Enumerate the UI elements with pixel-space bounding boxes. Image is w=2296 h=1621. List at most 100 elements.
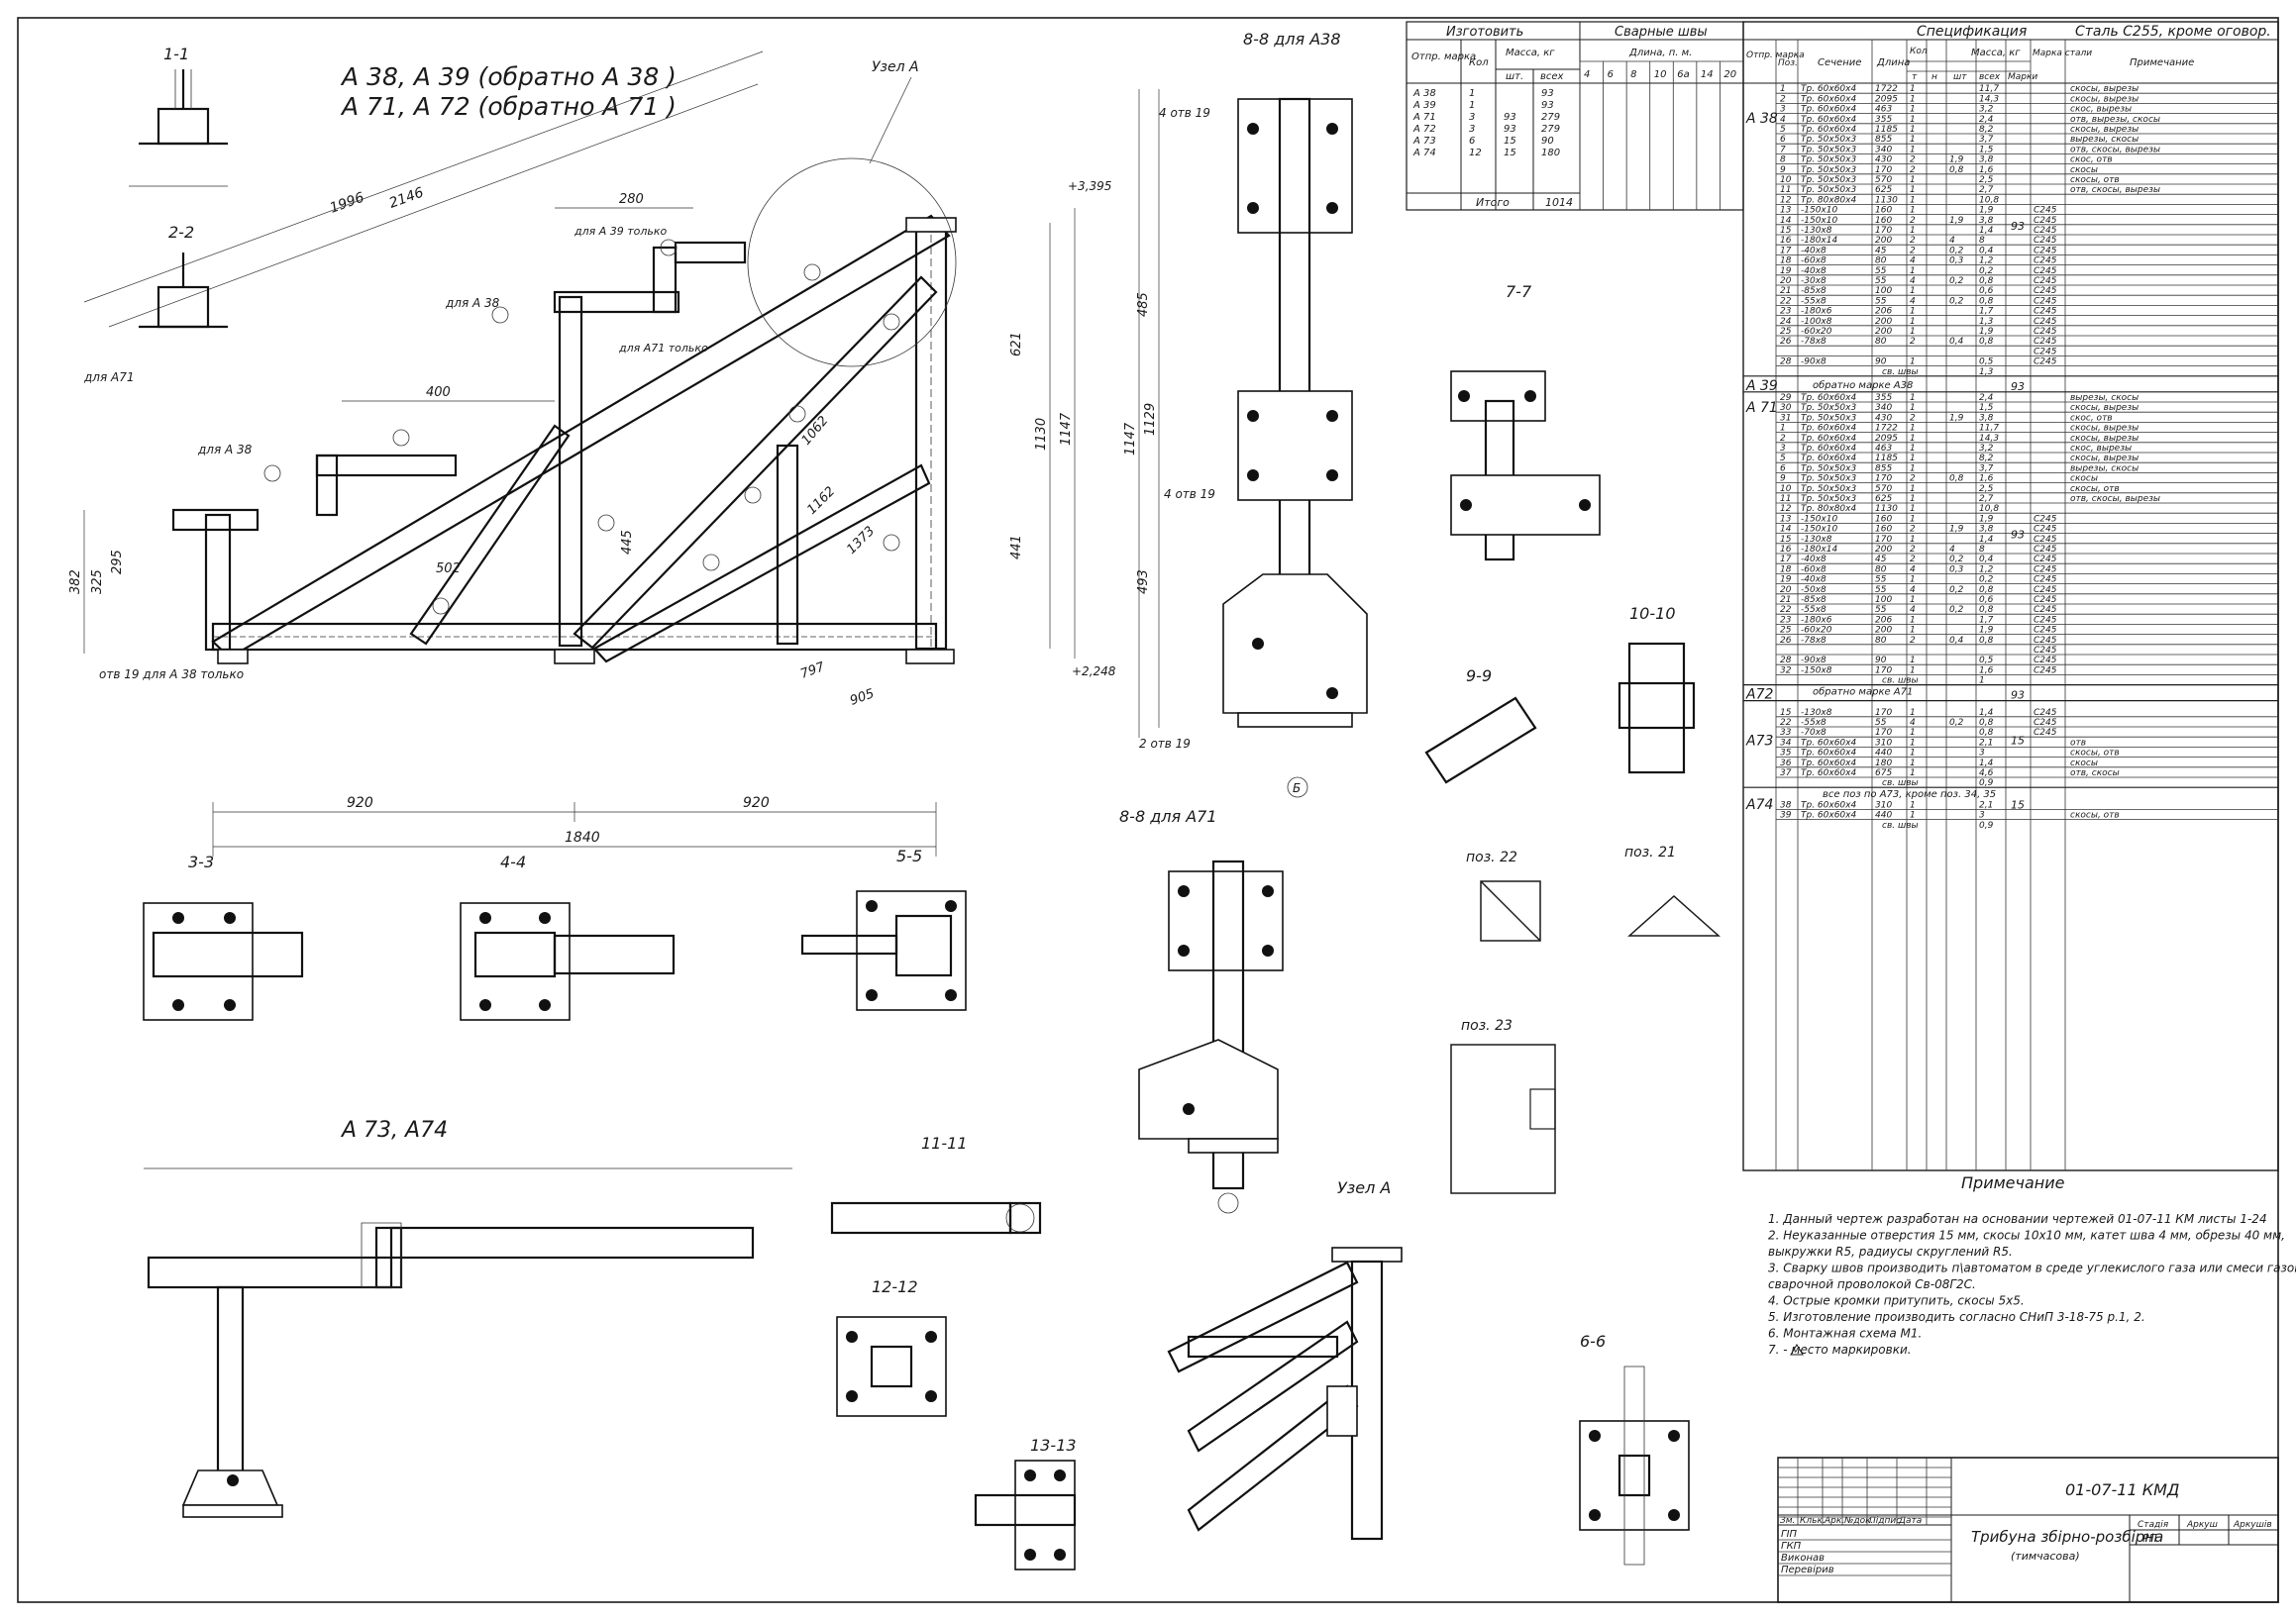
spec-row-cell: скосы, вырезы bbox=[2070, 403, 2139, 413]
spec-a74-note: все поз по А73, кроме поз. 34, 35 bbox=[1823, 789, 1996, 800]
spec-row-cell: С245 bbox=[2034, 357, 2057, 367]
spec-row-cell: 0,5 bbox=[1979, 357, 1994, 367]
spec-row-cell: Тр. 50х50х3 bbox=[1801, 175, 1856, 185]
node-a-detail: Узел А bbox=[1167, 1178, 1403, 1541]
spec-row-cell: 0,8 bbox=[1979, 728, 1994, 738]
spec-row-cell: 55 bbox=[1875, 575, 1887, 585]
spec-row-cell: 11 bbox=[1780, 494, 1791, 504]
note-for-a39: для А 39 только bbox=[574, 225, 668, 238]
tb-code: 01-07-11 КМД bbox=[2065, 1480, 2179, 1499]
make-row-cell: 3 bbox=[1469, 112, 1475, 123]
spec-row-cell: 26 bbox=[1780, 636, 1792, 646]
spec-row-cell: С245 bbox=[2034, 236, 2057, 246]
spec-row-cell: 90 bbox=[1875, 357, 1887, 367]
spec-row-cell: 39 bbox=[1780, 811, 1792, 821]
label-s3: 3-3 bbox=[188, 853, 214, 871]
spec-weld: св. швы bbox=[1882, 778, 1919, 788]
spec-mark-label: А 71 bbox=[1745, 400, 1778, 416]
spec-row-cell: 2 bbox=[1910, 555, 1916, 564]
mt-group-make: Изготовить bbox=[1446, 25, 1523, 40]
spec-row-cell: 2 bbox=[1910, 165, 1916, 175]
spec-row-cell: 170 bbox=[1875, 474, 1892, 484]
spec-row-cell: 2,7 bbox=[1979, 185, 1994, 195]
weld-size: 6 bbox=[1608, 69, 1614, 80]
spec-row-cell: 1,6 bbox=[1979, 665, 1994, 675]
spec-row-cell: 4 bbox=[1949, 545, 1955, 555]
spec-row-cell: 0,4 bbox=[1979, 555, 1994, 564]
spec-mark-label: А 39 bbox=[1745, 378, 1778, 394]
spec-row-cell: 3,7 bbox=[1979, 135, 1994, 145]
spec-row-cell: Тр. 50х50х3 bbox=[1801, 474, 1856, 484]
spec-row-cell: 1 bbox=[1910, 504, 1916, 514]
notes-title: Примечание bbox=[1961, 1173, 2065, 1192]
spec-row-cell: С245 bbox=[2034, 718, 2057, 728]
spec-row-cell: -150х10 bbox=[1801, 525, 1837, 535]
mt-h-len: Длина, п. м. bbox=[1628, 48, 1692, 58]
spec-row-cell: 1 bbox=[1910, 656, 1916, 665]
weld-size: 8 bbox=[1630, 69, 1636, 80]
mt-h-mark: Отпр. марка bbox=[1411, 51, 1476, 62]
spec-row-cell: 0,8 bbox=[1979, 636, 1994, 646]
spec-row-cell: 15 bbox=[1780, 708, 1792, 718]
section-8-8-a38: 8-8 для А38 1129 1147 485 493 4 отв 19 4… bbox=[1123, 30, 1368, 798]
spec-row-cell: 0,8 bbox=[1949, 474, 1964, 484]
spec-row-cell: -90х8 bbox=[1801, 357, 1826, 367]
spec-row-cell: 1 bbox=[1910, 749, 1916, 759]
make-row-cell: 93 bbox=[1541, 88, 1554, 99]
label-s9: 9-9 bbox=[1466, 666, 1492, 685]
spec-row-cell: 855 bbox=[1875, 463, 1892, 473]
spec-row-cell: С245 bbox=[2034, 656, 2057, 665]
section-13-13: 13-13 bbox=[974, 1436, 1077, 1570]
spec-row-cell: вырезы, скосы bbox=[2070, 135, 2139, 145]
spec-row-cell: 16 bbox=[1780, 236, 1792, 246]
label-s1: 1-1 bbox=[163, 45, 189, 63]
spec-row-cell: 21 bbox=[1780, 286, 1791, 296]
spec-row-cell: 0,6 bbox=[1979, 595, 1994, 605]
label-s8b: 8-8 для А71 bbox=[1119, 807, 1217, 826]
spec-row-cell: 8 bbox=[1979, 236, 1985, 246]
spec-row-cell: 2,5 bbox=[1979, 484, 1994, 494]
spec-row-cell: 1 bbox=[1910, 145, 1916, 154]
spec-row-cell: 2 bbox=[1910, 636, 1916, 646]
spec-row-cell: 1 bbox=[1910, 175, 1916, 185]
spec-row-cell: 55 bbox=[1875, 718, 1887, 728]
label-poz23: поз. 23 bbox=[1461, 1018, 1513, 1034]
spec-row-cell: 2 bbox=[1910, 236, 1916, 246]
spec-row-cell: 0,2 bbox=[1979, 575, 1994, 585]
spec-row-cell: С245 bbox=[2034, 337, 2057, 347]
spec-row-cell: 1,9 bbox=[1979, 327, 1994, 337]
tb-role: ГКП bbox=[1781, 1541, 1802, 1552]
mt-h-pc: шт. bbox=[1506, 71, 1523, 82]
spec-row-cell: 1 bbox=[1910, 738, 1916, 748]
spec-title: Спецификация bbox=[1917, 24, 2027, 40]
spec-row-cell: 1 bbox=[1910, 626, 1916, 636]
make-row-cell: 1 bbox=[1469, 88, 1475, 99]
dim-1147: 1147 bbox=[1059, 412, 1074, 446]
spec-row-cell: Тр. 60х60х4 bbox=[1801, 434, 1856, 444]
mt-h-mass: Масса, кг bbox=[1506, 48, 1555, 58]
spec-row-cell: 1,9 bbox=[1949, 216, 1964, 226]
spec-row-cell: -130х8 bbox=[1801, 535, 1832, 545]
spec-row-cell: 440 bbox=[1875, 811, 1892, 821]
spec-row-cell: 1,9 bbox=[1979, 626, 1994, 636]
spec-row-cell: 1 bbox=[1910, 575, 1916, 585]
spec-row-cell: 1,6 bbox=[1979, 474, 1994, 484]
spec-row-cell: 36 bbox=[1780, 759, 1792, 768]
spec-row-cell: 1 bbox=[1910, 357, 1916, 367]
spec-row-cell: 0,4 bbox=[1979, 246, 1994, 255]
label-s12: 12-12 bbox=[872, 1277, 918, 1296]
spec-row-cell: 1185 bbox=[1875, 125, 1898, 135]
dim-2146: 2146 bbox=[387, 185, 426, 212]
spec-row-cell: 160 bbox=[1875, 216, 1892, 226]
spec-row-cell: скос, вырезы bbox=[2070, 444, 2132, 454]
tb-col-head: Зм. bbox=[1780, 1516, 1795, 1526]
dim-1373: 1373 bbox=[844, 524, 878, 557]
note-for-a71: для А71 bbox=[83, 370, 134, 384]
spec-row-cell: 18 bbox=[1780, 564, 1792, 574]
spec-row-cell: Тр. 60х60х4 bbox=[1801, 454, 1856, 463]
spec-mark-label: А72 bbox=[1745, 687, 1773, 703]
spec-row-cell: 23 bbox=[1780, 307, 1792, 317]
note-line: сварочной проволокой Св-08Г2С. bbox=[1768, 1277, 1976, 1291]
spec-row-cell: Тр. 60х60х4 bbox=[1801, 749, 1856, 759]
spec-row-cell: С245 bbox=[2034, 708, 2057, 718]
